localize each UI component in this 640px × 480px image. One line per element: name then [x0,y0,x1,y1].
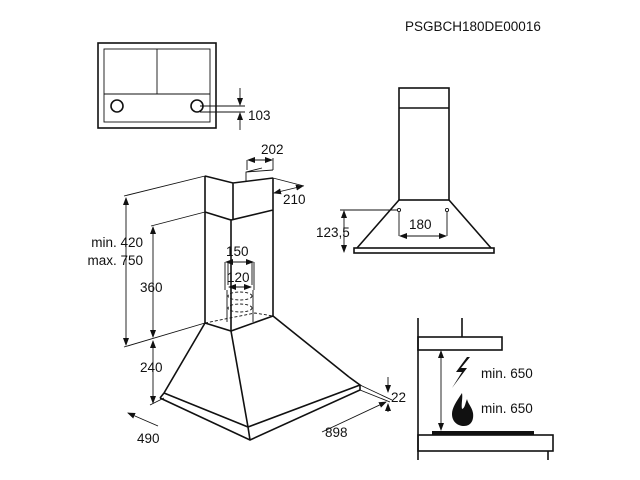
dim-490: 490 [137,431,160,446]
product-code: PSGBCH180DE00016 [405,19,541,34]
dim-22: 22 [391,390,406,405]
dim-103: 103 [248,108,271,123]
dim-210: 210 [283,192,306,207]
dim-120: 120 [227,270,250,285]
dim-360: 360 [140,280,163,295]
electric-icon [452,357,470,388]
dim-max-750: max. 750 [87,253,143,268]
isometric-view: 150 120 202 210 min. 420 max. 750 360 24… [87,142,406,446]
electric-clearance: min. 650 [481,366,533,381]
dim-180: 180 [409,217,432,232]
gas-clearance: min. 650 [481,401,533,416]
dim-898: 898 [325,425,348,440]
dim-202: 202 [261,142,284,157]
knob-icon [110,99,124,113]
front-view: 180 123,5 [316,87,495,254]
dim-123-5: 123,5 [316,225,350,240]
dim-240: 240 [140,360,163,375]
clearance-view: min. 650 min. 650 [417,318,554,460]
dim-min-420: min. 420 [91,235,143,250]
dim-150: 150 [226,244,249,259]
flame-icon [452,393,474,426]
control-panel-view: 103 [97,42,271,130]
